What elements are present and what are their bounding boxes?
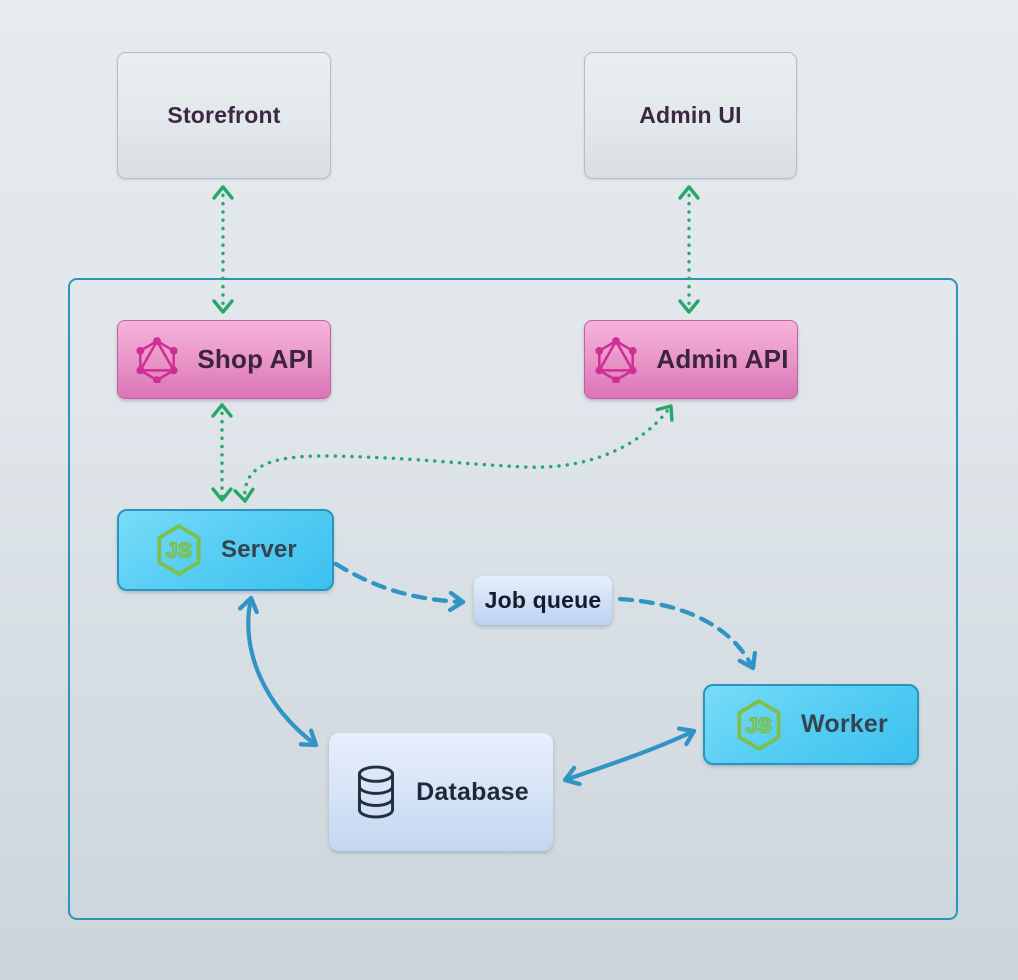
server-boundary-container: [68, 278, 958, 920]
node-worker: JS Worker: [703, 684, 919, 765]
node-admin-ui: Admin UI: [584, 52, 797, 179]
graphql-icon: [134, 336, 180, 383]
node-storefront: Storefront: [117, 52, 331, 179]
node-worker-label: Worker: [801, 710, 888, 738]
node-admin-api-label: Admin API: [656, 344, 789, 374]
node-shop-api: Shop API: [117, 320, 331, 399]
svg-text:JS: JS: [166, 539, 192, 562]
node-storefront-label: Storefront: [167, 102, 281, 128]
node-shop-api-label: Shop API: [197, 344, 314, 374]
node-server-label: Server: [221, 536, 297, 563]
node-job-queue-label: Job queue: [484, 587, 602, 613]
node-server: JS Server: [117, 509, 334, 591]
database-cylinder-icon: [353, 764, 399, 820]
node-admin-ui-label: Admin UI: [639, 102, 742, 128]
svg-text:JS: JS: [746, 714, 772, 737]
node-database: Database: [329, 733, 553, 851]
node-admin-api: Admin API: [584, 320, 798, 399]
node-job-queue: Job queue: [474, 576, 612, 625]
nodejs-icon: JS: [734, 698, 784, 752]
graphql-icon: [593, 336, 639, 383]
node-database-label: Database: [416, 777, 529, 806]
nodejs-icon: JS: [154, 523, 204, 577]
